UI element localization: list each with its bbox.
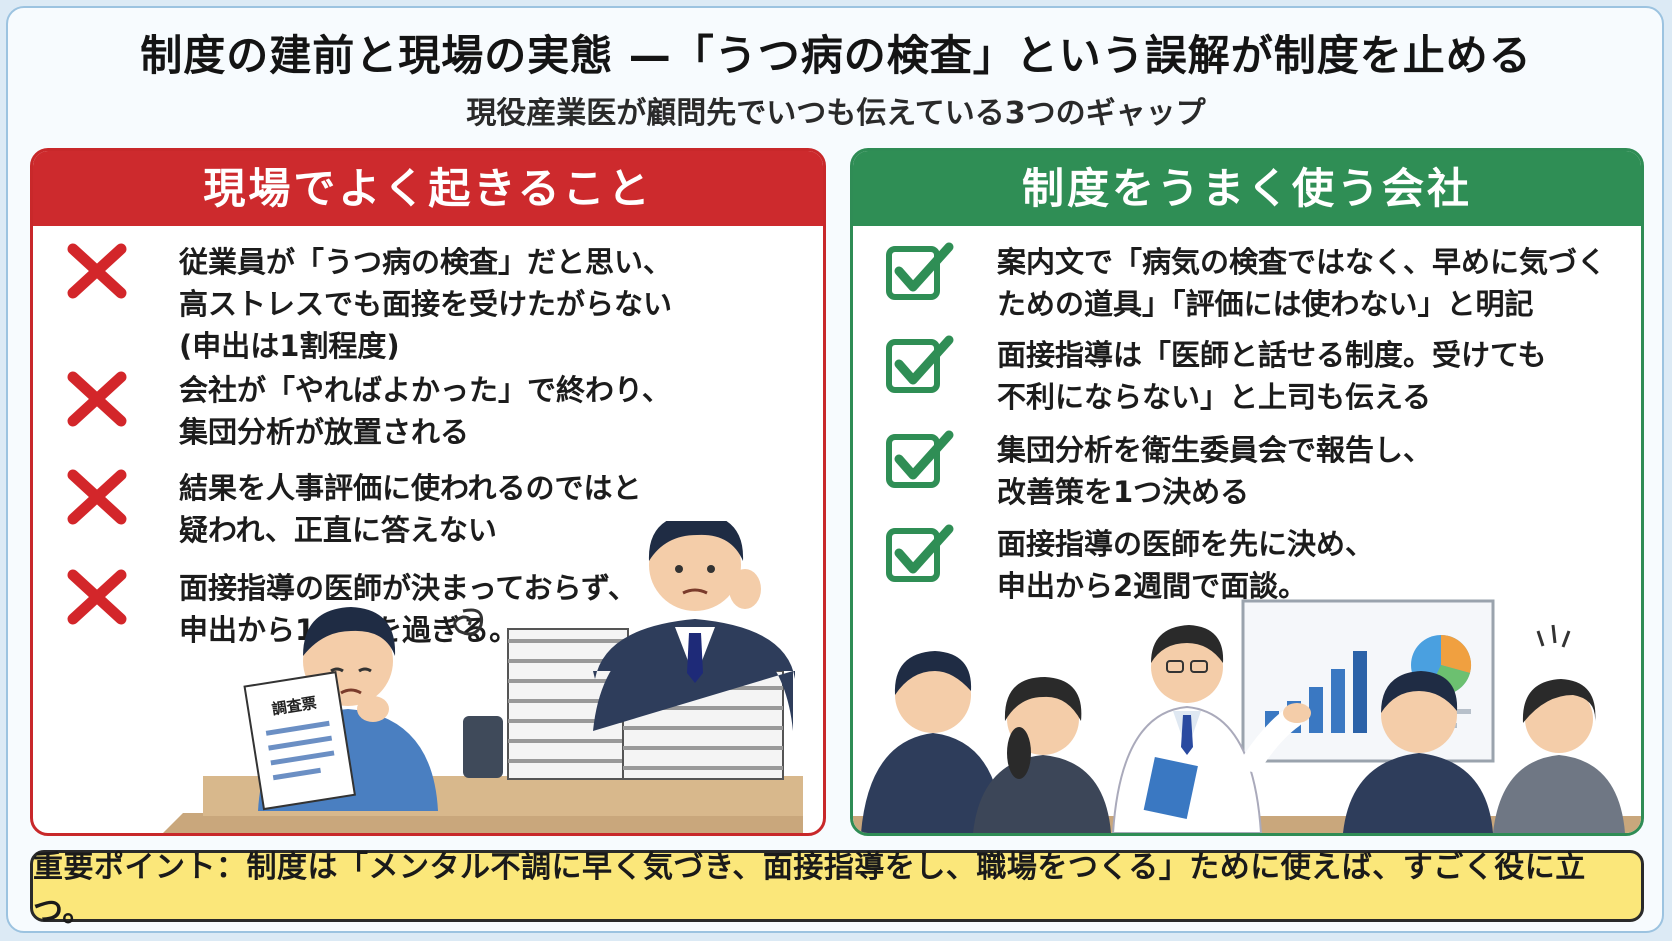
problem-item-text: 結果を人事評価に使われるのではと 疑われ、正直に答えない	[179, 471, 642, 547]
attendee-figure	[1493, 679, 1625, 833]
solutions-panel: 制度をうまく使う会社 案内文で「病気の検査ではなく、早めに気づく ための道具」「…	[850, 148, 1644, 836]
page-title: 制度の建前と現場の実態 —「うつ病の検査」という誤解が制度を止める	[140, 31, 1532, 80]
check-icon	[886, 524, 954, 582]
cross-icon	[67, 243, 127, 299]
problems-panel-heading: 現場でよく起きること	[33, 151, 823, 226]
problem-item-text: 従業員が「うつ病の検査」だと思い、 高ストレスでも面接を受けたがらない (申出は…	[179, 245, 673, 363]
check-icon	[886, 335, 954, 393]
stressed-workers-illustration: 調査票	[163, 521, 803, 833]
solution-item-text: 案内文で「病気の検査ではなく、早めに気づく ための道具」「評価には使わない」と明…	[997, 245, 1607, 321]
problem-item: 従業員が「うつ病の検査」だと思い、 高ストレスでも面接を受けたがらない (申出は…	[61, 241, 801, 367]
tired-employee-figure	[593, 521, 795, 731]
cross-icon	[67, 371, 127, 427]
cross-icon	[67, 569, 127, 625]
doctor-figure	[1111, 625, 1311, 833]
check-icon	[886, 430, 954, 488]
solutions-panel-heading: 制度をうまく使う会社	[853, 151, 1641, 226]
solution-item-text: 面接指導は「医師と話せる制度。受けても 不利にならない」と上司も伝える	[997, 338, 1547, 414]
problem-item: 結果を人事評価に使われるのではと 疑われ、正直に答えない	[61, 467, 801, 551]
survey-document: 調査票	[243, 671, 356, 811]
solution-item: 案内文で「病気の検査ではなく、早めに気づく ための道具」「評価には使わない」と明…	[885, 241, 1625, 325]
attendee-figure	[973, 677, 1111, 833]
meeting-illustration	[853, 599, 1641, 833]
solution-item: 面接指導は「医師と話せる制度。受けても 不利にならない」と上司も伝える	[885, 334, 1625, 418]
attendee-figure	[1343, 671, 1493, 833]
cross-icon	[67, 469, 127, 525]
solution-item: 集団分析を衛生委員会で報告し、 改善策を1つ決める	[885, 429, 1625, 513]
attendee-figure	[861, 651, 1003, 833]
page-subtitle: 現役産業医が顧問先でいつも伝えている3つのギャップ	[466, 96, 1206, 131]
problem-item-text: 会社が「やればよかった」で終わり、 集団分析が放置される	[179, 373, 671, 449]
key-point-banner: 重要ポイント：制度は「メンタル不調に早く気づき、面接指導をし、職場をつくる」ため…	[30, 850, 1644, 929]
solution-item-text: 面接指導の医師を先に決め、 申出から2週間で面談。	[997, 527, 1375, 603]
problem-item-text: 面接指導の医師が決まっておらず、 申出から1か月を過ぎる。	[179, 571, 637, 647]
check-icon	[886, 242, 954, 300]
solution-item-text: 集団分析を衛生委員会で報告し、 改善策を1つ決める	[997, 433, 1433, 509]
problem-item: 会社が「やればよかった」で終わり、 集団分析が放置される	[61, 369, 801, 453]
solution-item: 面接指導の医師を先に決め、 申出から2週間で面談。	[885, 523, 1625, 607]
problem-item: 面接指導の医師が決まっておらず、 申出から1か月を過ぎる。	[61, 567, 801, 651]
problems-panel: 現場でよく起きること 従業員が「うつ病の検査」だと思い、 高ストレスでも面接を受…	[30, 148, 826, 836]
